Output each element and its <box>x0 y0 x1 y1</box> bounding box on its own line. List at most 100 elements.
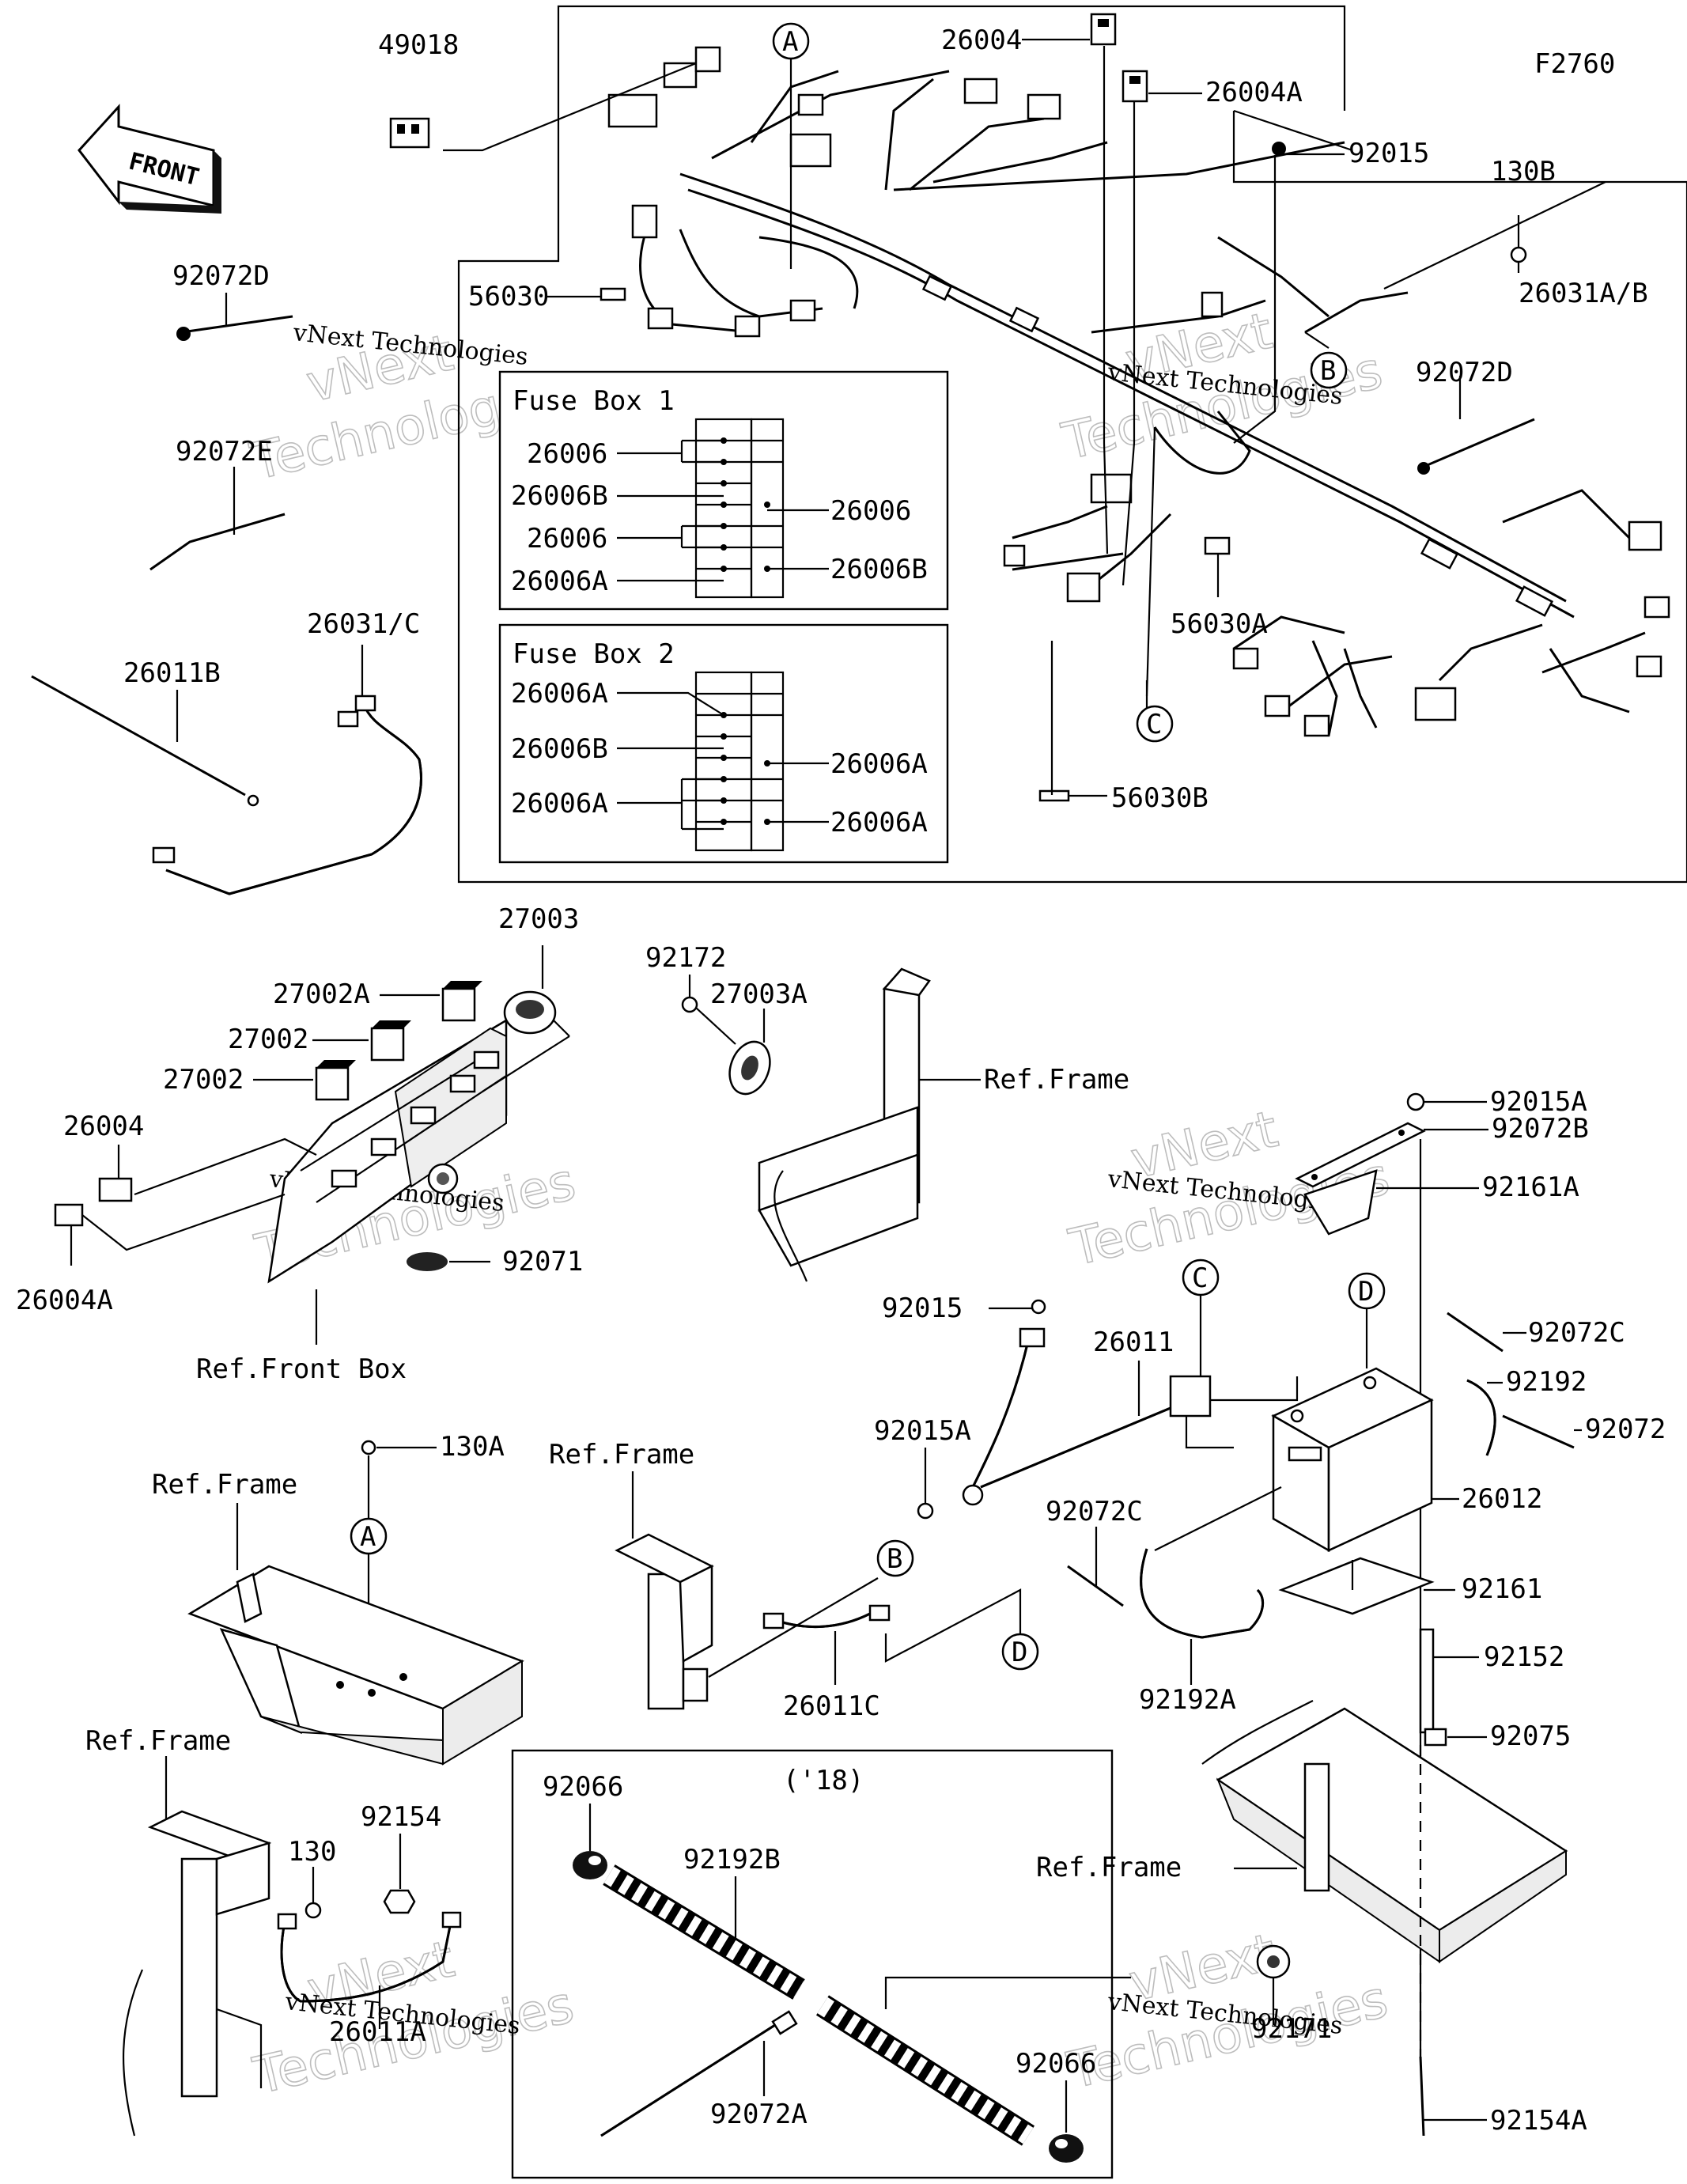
connector-26004-icon <box>1090 13 1117 46</box>
cap-92066-top-icon <box>573 1851 607 1879</box>
bolt-130-icon <box>304 1902 322 1919</box>
cable-26011-icon <box>962 1327 1212 1506</box>
frame-3 <box>122 1810 272 2137</box>
label-92072C-mid: 92072C <box>1046 1496 1143 1527</box>
label-92071: 92071 <box>502 1246 583 1277</box>
band-92154A-icon <box>1419 2056 1425 2137</box>
fuse-box-1: Fuse Box 1 26006 26006B 26006 26006A 260… <box>498 370 949 611</box>
relay-27002-lower-icon <box>315 1060 356 1101</box>
clamp-92072D-right-icon <box>1417 418 1535 475</box>
clamp-92072C-right-icon <box>1447 1312 1504 1353</box>
label-92015-top: 92015 <box>1348 138 1429 169</box>
fuse-box-2-right-2: 26006A <box>830 807 928 838</box>
fuse-box-2: Fuse Box 2 26006A 26006B 26006A 26006A 2… <box>498 623 949 864</box>
leader-C-battery <box>1210 1376 1299 1402</box>
nut-92015A-top-icon <box>1406 1092 1425 1111</box>
pad-92161A-icon <box>1303 1169 1378 1236</box>
label-130: 130 <box>288 1836 336 1868</box>
battery-strap-92072B-icon <box>1295 1122 1426 1188</box>
label-27002A: 27002A <box>273 978 370 1010</box>
grommet-92071-icon <box>407 1252 448 1271</box>
callout-A-frame: A <box>350 1517 388 1555</box>
svg-text:D: D <box>1358 1276 1374 1308</box>
svg-text:B: B <box>1320 355 1336 387</box>
front-box-assembly <box>267 1018 508 1284</box>
fuse-box-2-left-1: 26006A <box>511 678 608 710</box>
mat-92161-icon <box>1278 1557 1435 1615</box>
clamp-92072-icon <box>1502 1414 1575 1449</box>
leaders-horn <box>688 975 981 1081</box>
label-92015A-top: 92015A <box>1490 1086 1587 1118</box>
label-92172: 92172 <box>645 942 726 974</box>
label-92066-top: 92066 <box>543 1771 623 1803</box>
label-26004-top: 26004 <box>941 25 1022 56</box>
bolt-92172-icon <box>681 996 698 1013</box>
svg-text:C: C <box>1192 1262 1208 1294</box>
leaders-top <box>443 38 1606 797</box>
label-ref-frame-horn: Ref.Frame <box>984 1064 1129 1096</box>
label-56030: 56030 <box>468 281 549 312</box>
label-26004A-top: 26004A <box>1205 77 1303 108</box>
label-92072D-right: 92072D <box>1416 357 1513 388</box>
cable-26031C-icon <box>152 695 422 895</box>
flasher-27003-icon <box>503 990 557 1035</box>
harness-box-right-step <box>1232 111 1687 184</box>
callout-B-top: B <box>1310 351 1348 389</box>
label-ref-frame-2: Ref.Frame <box>549 1439 694 1471</box>
label-26004A-mid: 26004A <box>16 1285 113 1316</box>
clamp-92072D-left-icon <box>176 315 293 341</box>
label-26011A: 26011A <box>329 2016 426 2048</box>
fuse-box-1-left-3: 26006 <box>527 523 607 555</box>
frame-horn-mount <box>758 967 931 1282</box>
battery-26012-icon <box>1271 1367 1434 1553</box>
bolt-130A-icon <box>361 1440 376 1455</box>
label-130B: 130B <box>1491 156 1556 187</box>
label-26011: 26011 <box>1093 1327 1174 1358</box>
nut-92015-mid-icon <box>1031 1299 1046 1315</box>
clip-92171-icon <box>1256 1944 1291 1979</box>
connector-26004A-mid-icon <box>54 1203 84 1227</box>
label-ref-frame-1: Ref.Frame <box>152 1469 297 1501</box>
leader-C-line <box>1185 1416 1234 1449</box>
model-year-box: ('18) <box>511 1749 1114 2179</box>
leader-92192B-right <box>884 1976 1131 2009</box>
harness-box-top <box>557 5 1346 111</box>
horn-27003A-icon <box>728 1040 771 1096</box>
label-26011C: 26011C <box>783 1690 880 1722</box>
band-92152-icon <box>1419 1628 1435 1734</box>
fuse-box-1-left-1: 26006 <box>527 438 607 470</box>
label-26011B: 26011B <box>123 657 221 689</box>
label-ref-frame-3: Ref.Frame <box>85 1725 231 1757</box>
label-56030B: 56030B <box>1111 782 1209 814</box>
label-26031AB: 26031A/B <box>1519 278 1648 309</box>
cap-92066-bottom-icon <box>1049 2134 1084 2163</box>
fuse-box-1-title: Fuse Box 1 <box>513 385 675 417</box>
label-92161: 92161 <box>1462 1573 1542 1605</box>
callout-D-frame: D <box>1001 1633 1039 1671</box>
label-130A: 130A <box>440 1431 505 1463</box>
label-92154: 92154 <box>361 1801 441 1833</box>
figure-code: F2760 <box>1534 48 1615 80</box>
frame-battery-tray <box>1201 1700 1568 2057</box>
label-92072A: 92072A <box>710 2099 808 2130</box>
hose-92192A-icon <box>1140 1548 1265 1639</box>
label-56030A-icon <box>1204 536 1231 555</box>
svg-text:D: D <box>1012 1637 1027 1668</box>
svg-text:B: B <box>887 1543 902 1575</box>
label-92192B: 92192B <box>683 1844 781 1876</box>
frame-1 <box>187 1565 524 1766</box>
label-ref-frame-4: Ref.Frame <box>1036 1852 1182 1883</box>
label-92192: 92192 <box>1506 1366 1587 1398</box>
relay-27002A-icon <box>441 981 482 1022</box>
callout-A-top: A <box>772 22 810 60</box>
label-27003A: 27003A <box>710 978 808 1010</box>
fuse-box-1-left-2: 26006B <box>511 480 608 512</box>
fuse-box-2-left-2: 26006B <box>511 733 608 765</box>
label-92072E: 92072E <box>176 436 273 467</box>
label-27002-lower: 27002 <box>163 1064 244 1096</box>
label-92192A: 92192A <box>1139 1684 1236 1716</box>
svg-text:C: C <box>1146 709 1162 740</box>
main-harness <box>607 46 1670 737</box>
label-92072B: 92072B <box>1492 1113 1589 1145</box>
